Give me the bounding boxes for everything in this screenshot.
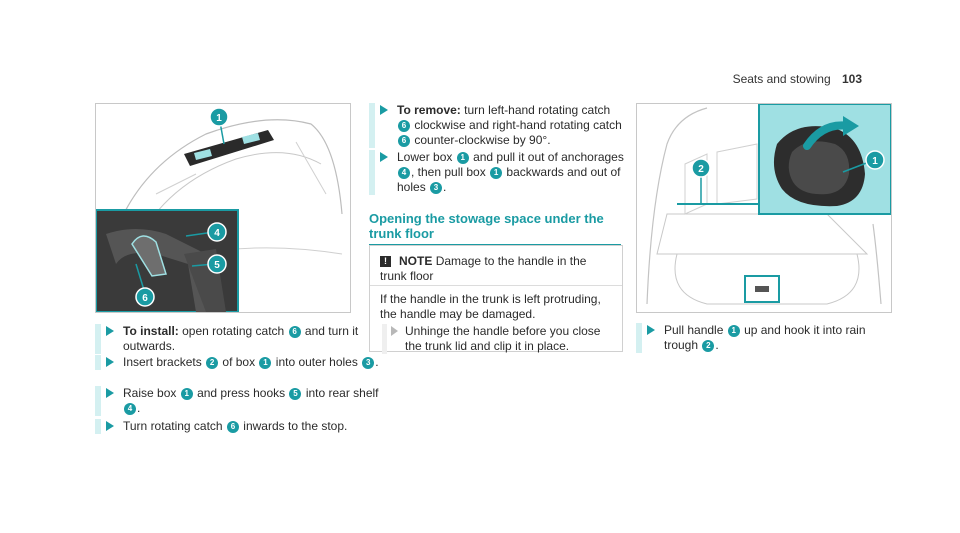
- step-arrow-icon: [391, 326, 398, 336]
- step-arrow-icon: [380, 105, 388, 115]
- svg-text:1: 1: [216, 113, 222, 124]
- remove-step-2: Lower box 1 and pull it out of anchorage…: [369, 150, 627, 195]
- section-name: Seats and stowing: [732, 72, 831, 86]
- ref-number: 2: [702, 340, 715, 352]
- step-label: To install:: [123, 324, 179, 338]
- step-arrow-icon: [106, 388, 114, 398]
- callout-1: 1: [865, 150, 885, 170]
- callout-4: 4: [207, 222, 227, 242]
- ref-number: 3: [430, 182, 443, 194]
- svg-text:4: 4: [214, 228, 220, 239]
- ref-number: 1: [180, 388, 193, 400]
- ref-number: 6: [288, 326, 301, 338]
- svg-text:2: 2: [698, 164, 704, 175]
- ref-number: 6: [398, 120, 410, 132]
- note-heading: Damage to the handle in the trunk floor: [380, 254, 587, 283]
- callout-6: 6: [135, 287, 155, 307]
- ref-number: 1: [259, 357, 272, 369]
- note-action: Unhinge the handle before you close the …: [382, 324, 612, 354]
- note-paragraph: If the handle in the trunk is left protr…: [380, 292, 601, 321]
- trunk-box-illustration: 1 4 5 6: [95, 103, 351, 313]
- svg-text:5: 5: [214, 260, 220, 271]
- pull-handle-step: Pull handle 1 up and hook it into rain t…: [636, 323, 890, 353]
- step-arrow-icon: [380, 152, 388, 162]
- install-step-1: To install: open rotating catch 6 and tu…: [95, 324, 381, 354]
- note-label: NOTE: [399, 254, 433, 268]
- note-divider: [370, 285, 622, 286]
- install-step-2: Insert brackets 2 of box 1 into outer ho…: [95, 355, 381, 370]
- step-arrow-icon: [106, 326, 114, 336]
- ref-number: 1: [490, 167, 503, 179]
- ref-number: 5: [289, 388, 302, 400]
- page-number: 103: [841, 72, 862, 86]
- page-header: Seats and stowing 103: [733, 72, 862, 86]
- callout-5: 5: [207, 254, 227, 274]
- section-heading: Opening the stowage space under the trun…: [369, 211, 621, 245]
- ref-number: 1: [456, 152, 469, 164]
- ref-number: 6: [398, 135, 410, 147]
- ref-number: 1: [727, 325, 740, 337]
- step-arrow-icon: [106, 421, 114, 431]
- ref-number: 6: [226, 421, 239, 433]
- install-step-3: Raise box 1 and press hooks 5 into rear …: [95, 386, 381, 416]
- ref-number: 4: [398, 167, 410, 179]
- note-box: ! NOTE Damage to the handle in the trunk …: [369, 245, 623, 354]
- ref-number: 2: [206, 357, 219, 369]
- callout-2: 2: [691, 158, 711, 178]
- trunk-floor-handle-illustration: 2 1: [636, 103, 892, 313]
- ref-number: 4: [124, 403, 136, 415]
- warning-icon: !: [380, 256, 391, 267]
- step-arrow-icon: [647, 325, 655, 335]
- callout-1: 1: [209, 107, 229, 127]
- step-label: To remove:: [397, 103, 461, 117]
- ref-number: 3: [362, 357, 375, 369]
- step-arrow-icon: [106, 357, 114, 367]
- trunk-floor-drawing: 2 1: [646, 104, 891, 305]
- note-header: ! NOTE Damage to the handle in the trunk …: [380, 254, 612, 284]
- trunk-box-drawing: 1 4 5 6: [96, 107, 343, 312]
- svg-text:6: 6: [142, 293, 148, 304]
- remove-step-1: To remove: turn left-hand rotating catch…: [369, 103, 627, 148]
- svg-text:1: 1: [872, 156, 878, 167]
- install-step-4: Turn rotating catch 6 inwards to the sto…: [95, 419, 381, 434]
